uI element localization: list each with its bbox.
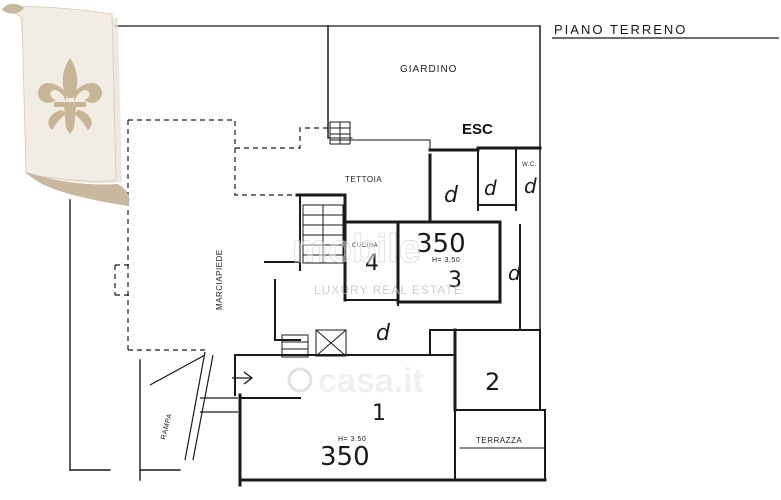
marker-350-top: 350 <box>416 229 466 259</box>
label-exit: ESC <box>462 121 493 138</box>
marker-room-4: 4 <box>365 251 379 276</box>
label-terrace: TERRAZZA <box>476 436 522 445</box>
fleur-de-lis-icon <box>38 58 102 134</box>
label-wc: W.C. <box>522 162 537 168</box>
watermark-brand: mobile LUXURY REAL ESTATE <box>292 227 463 297</box>
watermark-brand-name: mobile <box>292 227 421 271</box>
label-height-room3: H= 3.50 <box>432 257 460 264</box>
marker-d-1: d <box>444 183 459 208</box>
marker-d-4: d <box>508 261 521 285</box>
label-garden: GIARDINO <box>400 64 457 75</box>
marker-room-1: 1 <box>372 401 386 426</box>
label-ramp: RAMPA <box>160 413 174 441</box>
watermark-portal: casa.it <box>287 362 424 400</box>
ramp <box>149 351 238 461</box>
marker-d-2: d <box>484 176 497 200</box>
marker-room-3: 3 <box>448 268 462 293</box>
watermark-brand-sub: LUXURY REAL ESTATE <box>314 283 463 297</box>
label-canopy: TETTOIA <box>345 175 382 184</box>
marker-d-3: d <box>524 174 537 198</box>
marker-room-2: 2 <box>485 368 500 396</box>
stairs-top <box>329 121 351 145</box>
marker-d-5: d <box>376 321 391 346</box>
scroll-badge <box>2 3 130 206</box>
marker-350-bottom: 350 <box>320 442 370 472</box>
scroll-curl-bottom <box>26 172 130 206</box>
label-kitchen: CUCINA <box>352 243 378 249</box>
plan-title: PIANO TERRENO <box>554 22 687 37</box>
stairs-main <box>302 204 344 264</box>
watermark-portal-name: casa.it <box>318 362 424 400</box>
scroll-curl-top <box>2 3 24 14</box>
label-driveway: MARCIAPIEDE <box>215 249 224 310</box>
watermark-portal-circle <box>287 367 313 393</box>
entry-arrow <box>232 371 254 385</box>
stairs-lower <box>281 329 347 358</box>
label-height-room1: H= 3.50 <box>338 436 366 443</box>
dashed-outline <box>114 119 328 351</box>
